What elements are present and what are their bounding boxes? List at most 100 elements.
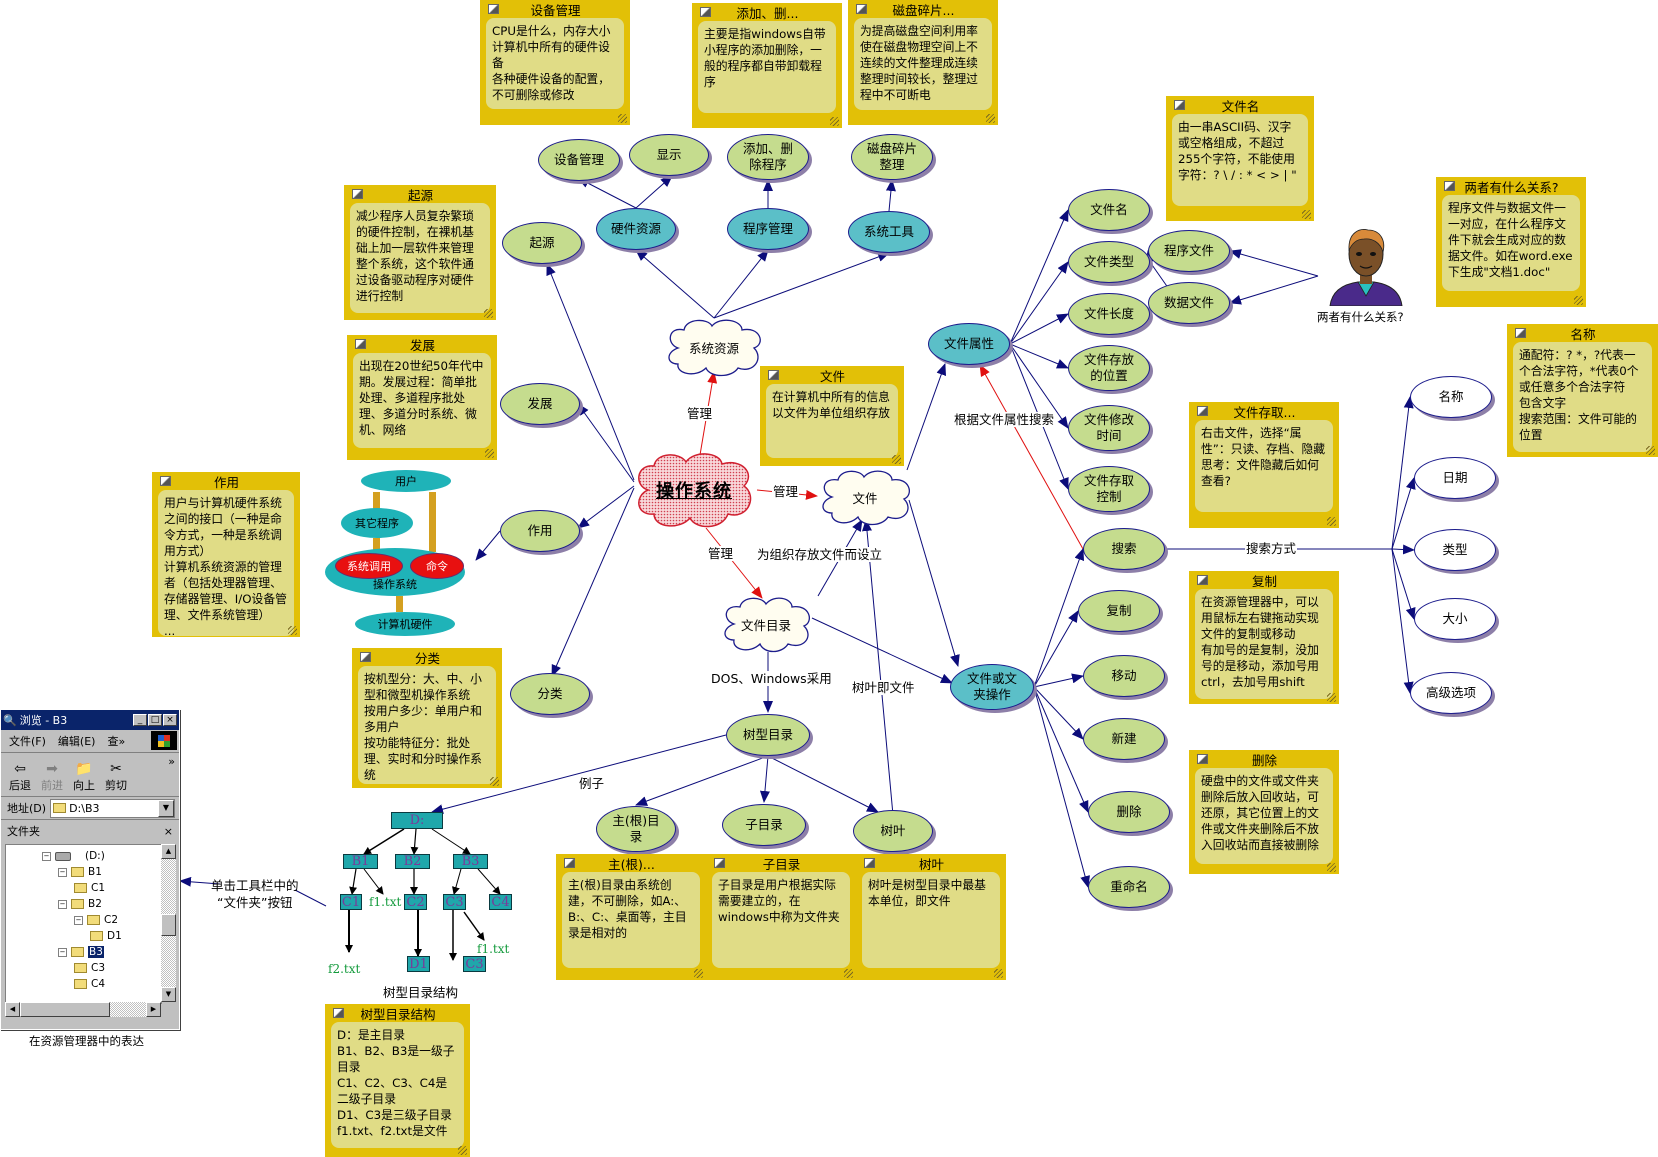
note-menu-icon[interactable] [864, 858, 875, 868]
note-header[interactable]: 磁盘碎片... [854, 0, 992, 18]
resize-grip-icon[interactable] [1327, 863, 1336, 872]
note-origin[interactable]: 起源 减少程序人员复杂繁琐的硬件控制，在裸机基础上加一层软件来管理整个系统，这个… [344, 185, 496, 320]
note-header[interactable]: 作用 [158, 472, 294, 490]
address-dropdown-button[interactable]: ▼ [158, 799, 174, 817]
resize-grip-icon[interactable] [844, 969, 853, 978]
note-header[interactable]: 设备管理 [486, 0, 624, 18]
note-device-mgmt[interactable]: 设备管理 CPU是什么，内存大小 计算机中所有的硬件设备 各种硬件设备的配置，不… [480, 0, 630, 125]
note-menu-icon[interactable] [768, 370, 779, 380]
tree-item-c1[interactable]: C1 [74, 881, 105, 895]
minimize-button[interactable]: _ [133, 714, 147, 726]
note-menu-icon[interactable] [360, 652, 371, 662]
note-root-dir[interactable]: 主(根)... 主(根)目录由系统创建，不可删除，如A:、B:、C:、桌面等，主… [556, 854, 706, 980]
note-header[interactable]: 主(根)... [562, 854, 700, 872]
resize-grip-icon[interactable] [986, 114, 995, 123]
note-tree-structure[interactable]: 树型目录结构 D：是主目录 B1、B2、B3是一级子目录 C1、C2、C3、C4… [325, 1004, 470, 1157]
node-search-by-size[interactable]: 大小 [1414, 598, 1496, 640]
scroll-up-button[interactable]: ▲ [161, 844, 176, 859]
node-classification[interactable]: 分类 [510, 673, 590, 715]
scroll-hthumb[interactable] [20, 1002, 110, 1017]
scroll-left-button[interactable]: ◀ [5, 1002, 20, 1017]
note-menu-icon[interactable] [700, 7, 711, 17]
tree-item-b3[interactable]: −B3 [58, 946, 104, 958]
node-file-modified-time[interactable]: 文件修改时间 [1068, 405, 1150, 451]
menu-file[interactable]: 文件(F) [9, 735, 46, 748]
toolbar-overflow-icon[interactable]: » [168, 755, 175, 768]
horizontal-scrollbar[interactable]: ◀ ▶ [5, 1002, 161, 1017]
tree-item-d1[interactable]: D1 [90, 929, 122, 943]
note-menu-icon[interactable] [1515, 328, 1526, 338]
note-header[interactable]: 复制 [1195, 571, 1333, 589]
tree-item-b1[interactable]: −B1 [58, 866, 102, 878]
node-program-management[interactable]: 程序管理 [727, 208, 809, 250]
note-name[interactable]: 名称 通配符：? *，?代表一个合法字符，*代表0个或任意多个合法字符 包含文字… [1507, 324, 1658, 457]
forward-button[interactable]: ➡前进 [41, 761, 63, 792]
cloud-file[interactable]: 文件 [818, 469, 912, 526]
note-development[interactable]: 发展 出现在20世纪50年代中期。发展过程：简单批处理、多道程序批处理、多道分时… [347, 335, 497, 460]
close-pane-icon[interactable]: × [163, 824, 173, 838]
note-menu-icon[interactable] [1197, 406, 1208, 416]
resize-grip-icon[interactable] [458, 1146, 467, 1155]
note-menu-icon[interactable] [1197, 575, 1208, 585]
note-menu-icon[interactable] [856, 4, 867, 14]
note-menu-icon[interactable] [333, 1008, 344, 1018]
resize-grip-icon[interactable] [1646, 446, 1655, 455]
resize-grip-icon[interactable] [485, 449, 494, 458]
close-button[interactable]: × [163, 714, 177, 726]
note-relation[interactable]: 两者有什么关系? 程序文件与数据文件一一对应，在什么程序文件下就会生成对应的数据… [1436, 177, 1586, 307]
note-header[interactable]: 分类 [358, 648, 496, 666]
note-header[interactable]: 树型目录结构 [331, 1004, 464, 1022]
note-file-name[interactable]: 文件名 由一串ASCII码、汉字或空格组成，不超过255个字符，不能使用字符：?… [1166, 96, 1314, 221]
cloud-file-directory[interactable]: 文件目录 [720, 596, 812, 653]
note-menu-icon[interactable] [488, 4, 499, 14]
note-header[interactable]: 添加、删... [698, 3, 836, 21]
vertical-scrollbar[interactable]: ▲ ▼ [161, 844, 176, 1002]
resize-grip-icon[interactable] [618, 114, 627, 123]
note-add-remove[interactable]: 添加、删... 主要是指windows自带小程序的添加删除，一般的程序都自带卸载… [692, 3, 842, 128]
node-rename[interactable]: 重命名 [1088, 866, 1170, 908]
node-function[interactable]: 作用 [500, 510, 580, 552]
maximize-button[interactable]: □ [148, 714, 162, 726]
node-file-type[interactable]: 文件类型 [1068, 241, 1150, 283]
node-file-attributes[interactable]: 文件属性 [928, 323, 1010, 365]
node-device-management[interactable]: 设备管理 [538, 139, 620, 181]
node-copy[interactable]: 复制 [1078, 590, 1160, 632]
note-header[interactable]: 发展 [353, 335, 491, 353]
note-function[interactable]: 作用 用户与计算机硬件系统之间的接口（一种是命令方式，一种是系统调用方式） 计算… [152, 472, 300, 637]
resize-grip-icon[interactable] [694, 969, 703, 978]
node-search-by-date[interactable]: 日期 [1414, 457, 1496, 499]
node-file-name[interactable]: 文件名 [1068, 189, 1150, 231]
cut-button[interactable]: ✂剪切 [105, 761, 127, 792]
note-delete[interactable]: 删除 硬盘中的文件或文件夹删除后放入回收站，可还原，其它位置上的文件或文件夹删除… [1189, 750, 1339, 874]
node-disk-defrag[interactable]: 磁盘碎片整理 [851, 134, 933, 180]
explorer-titlebar[interactable]: 🔍 浏览 - B3 _ □ × [1, 710, 179, 730]
resize-grip-icon[interactable] [994, 969, 1003, 978]
node-program-file[interactable]: 程序文件 [1148, 230, 1230, 272]
note-menu-icon[interactable] [1174, 100, 1185, 110]
node-data-file[interactable]: 数据文件 [1148, 282, 1230, 324]
note-header[interactable]: 起源 [350, 185, 490, 203]
node-search[interactable]: 搜索 [1083, 528, 1165, 570]
node-search-by-type[interactable]: 类型 [1414, 529, 1496, 571]
note-menu-icon[interactable] [355, 339, 366, 349]
node-display[interactable]: 显示 [629, 134, 709, 176]
node-tree-directory[interactable]: 树型目录 [726, 714, 810, 756]
menu-view[interactable]: 查» [107, 735, 126, 748]
node-search-advanced[interactable]: 高级选项 [1410, 672, 1492, 714]
node-system-tools[interactable]: 系统工具 [848, 211, 930, 253]
node-file-folder-operations[interactable]: 文件或文夹操作 [950, 664, 1034, 710]
scroll-down-button[interactable]: ▼ [161, 987, 176, 1002]
node-root-directory[interactable]: 主(根)目录 [596, 806, 676, 852]
note-header[interactable]: 文件存取... [1195, 402, 1333, 420]
note-header[interactable]: 文件名 [1172, 96, 1308, 114]
node-file-length[interactable]: 文件长度 [1068, 293, 1150, 335]
note-file-access[interactable]: 文件存取... 右击文件，选择“属性”：只读、存档、隐藏 思考：文件隐藏后如何查… [1189, 402, 1339, 528]
node-leaf[interactable]: 树叶 [853, 810, 933, 852]
note-sub-dir[interactable]: 子目录 子目录是用户根据实际需要建立的，在windows中称为文件夹 [706, 854, 856, 980]
scroll-thumb[interactable] [161, 914, 176, 936]
note-defrag[interactable]: 磁盘碎片... 为提高磁盘空间利用率使在磁盘物理空间上不连续的文件整理成连续整理… [848, 0, 998, 125]
resize-grip-icon[interactable] [1327, 517, 1336, 526]
tree-item-b2[interactable]: −B2 [58, 898, 102, 910]
address-input[interactable]: D:\B3 ▼ [50, 798, 175, 818]
tree-item-c4[interactable]: C4 [74, 977, 105, 991]
